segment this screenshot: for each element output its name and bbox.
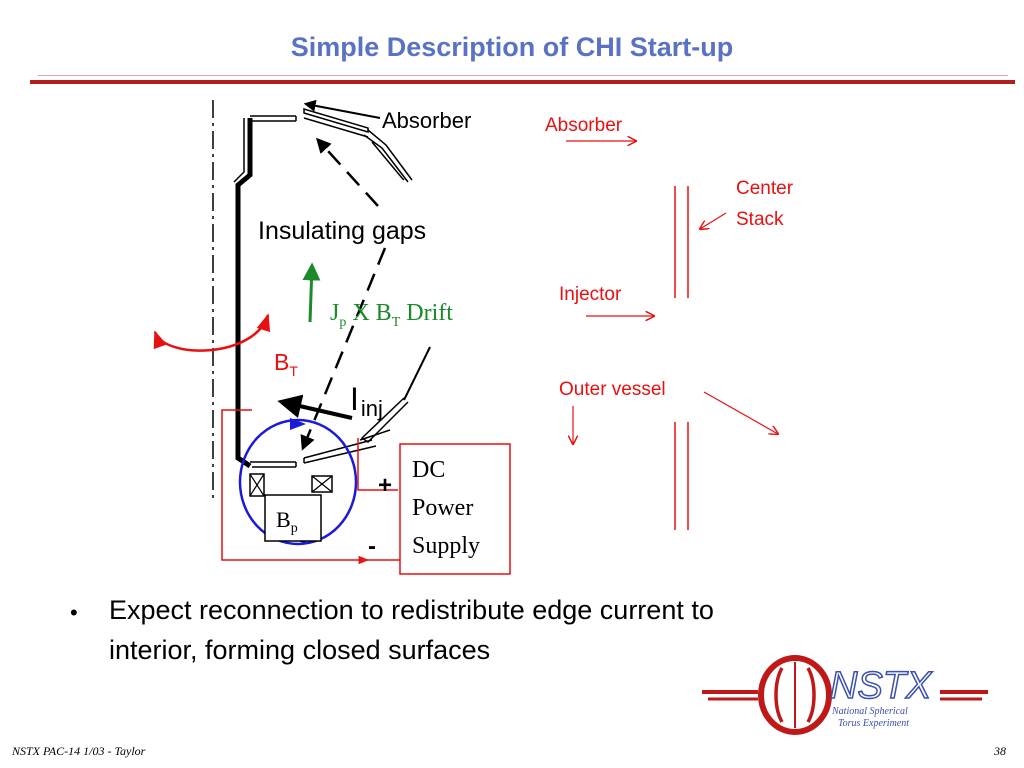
coil-left-icon [249,473,265,497]
insulating-gap-dash-2 [300,247,387,451]
legend-outer-vessel: Outer vessel [559,379,666,400]
nstx-logo-name: NSTX [830,665,933,707]
nstx-torus-icon [758,655,832,735]
bullet-text: Expect reconnection to redistribute edge… [109,590,909,670]
nstx-logo-line1: National Spherical [831,706,908,717]
insulating-gaps-label: Insulating gaps [258,217,426,245]
page-number: 38 [994,744,1006,758]
iinj-label: Iinj [350,381,383,421]
coil-right-icon [311,475,333,493]
legend-outer-diag-arrow [703,391,778,434]
bullet-line-2: interior, forming closed surfaces [109,635,491,665]
dc-supply-line2: Power [412,495,473,521]
absorber-pointer-arrow [303,99,381,119]
bp-arrow-top [290,418,306,430]
outer-vessel-wall [303,107,431,464]
bp-circle [238,418,358,546]
title-rule-thick [30,80,1015,84]
title-rule-thin [38,75,1008,76]
bp-box [264,494,322,542]
bt-rotation-arc [153,313,271,352]
legend-absorber: Absorber [545,115,623,136]
iinj-arrow [277,394,353,420]
slide-title: Simple Description of CHI Start-up [290,32,734,62]
nstx-logo-line2: Torus Experiment [838,718,909,729]
bullet-line-1: Expect reconnection to redistribute edge… [109,595,714,625]
nstx-logo: NSTX National Spherical Torus Experiment [702,655,988,735]
footer-citation: NSTX PAC-14 1/03 - Taylor [12,744,146,758]
power-wire-plus [357,438,398,491]
minus-label: - [368,533,376,560]
legend-center-line1: Center [736,178,794,199]
bt-label: BT [274,349,298,379]
dc-supply-box [399,443,511,575]
absorber-label: Absorber [382,108,471,133]
insulating-gap-dash-1 [315,137,379,207]
legend-injector: Injector [559,284,622,305]
dc-supply-line3: Supply [412,533,480,559]
plus-label: + [378,472,392,499]
legend-center-line2: Stack [736,209,784,230]
drift-label: Jp X BT Drift [330,300,453,330]
center-stack-wall [233,115,297,469]
legend-center-arrow [700,212,727,229]
power-wire-left [221,409,370,565]
bp-label: Bp [276,507,298,536]
bullet-marker: • [70,600,78,625]
dc-supply-line1: DC [412,457,445,483]
drift-arrow [302,262,321,323]
